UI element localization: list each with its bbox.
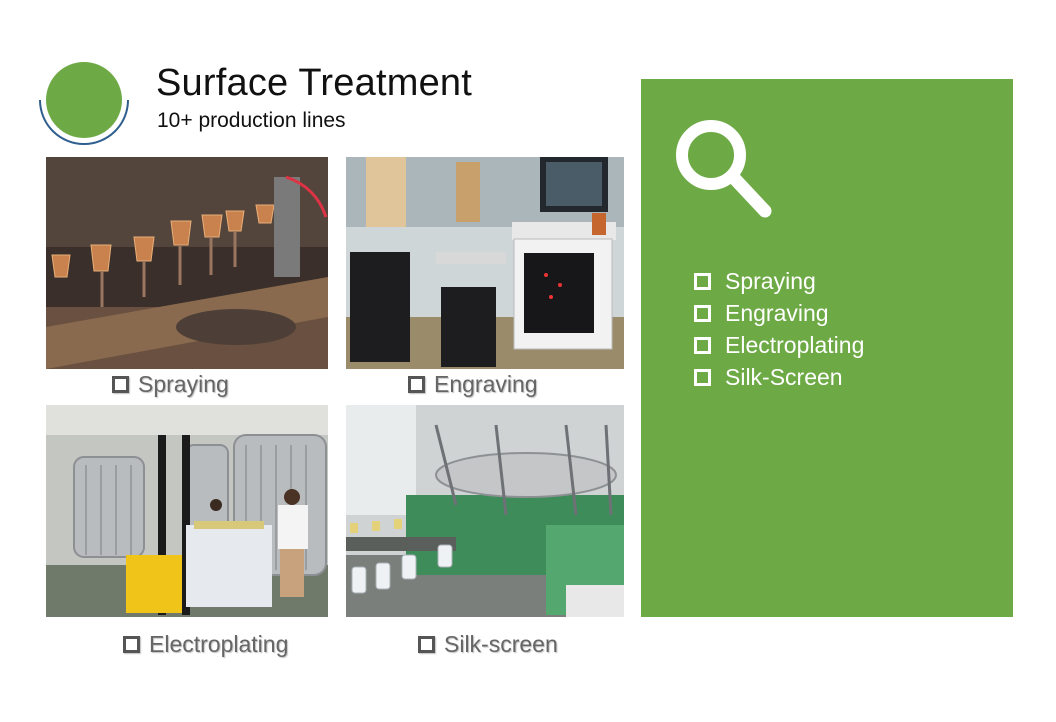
silk-screen-photo xyxy=(346,405,624,617)
checkbox-icon xyxy=(694,368,711,386)
caption-silk-screen: Silk-screen xyxy=(418,631,558,658)
checkbox-icon xyxy=(418,636,435,653)
checkbox-icon xyxy=(694,336,711,354)
spraying-photo xyxy=(46,157,328,369)
logo xyxy=(36,60,132,150)
checkbox-icon xyxy=(112,376,129,393)
list-item: Electroplating xyxy=(694,329,864,361)
info-panel: Spraying Engraving Electroplating Silk-S… xyxy=(641,79,1013,617)
page-subtitle: 10+ production lines xyxy=(157,109,346,132)
page-title: Surface Treatment xyxy=(156,62,472,104)
engraving-photo xyxy=(346,157,624,369)
caption-label: Spraying xyxy=(138,371,229,397)
caption-spraying: Spraying xyxy=(112,371,229,398)
list-item: Silk-Screen xyxy=(694,361,864,393)
list-item-label: Silk-Screen xyxy=(725,363,843,390)
caption-label: Silk-screen xyxy=(444,631,558,657)
checkbox-icon xyxy=(408,376,425,393)
list-item: Spraying xyxy=(694,265,864,297)
caption-label: Engraving xyxy=(434,371,538,397)
checkbox-icon xyxy=(694,272,711,290)
logo-circle xyxy=(46,62,122,138)
treatment-list: Spraying Engraving Electroplating Silk-S… xyxy=(694,265,864,393)
logo-arc xyxy=(39,99,129,145)
checkbox-icon xyxy=(123,636,140,653)
electroplating-photo xyxy=(46,405,328,617)
caption-electroplating: Electroplating xyxy=(123,631,288,658)
caption-engraving: Engraving xyxy=(408,371,538,398)
search-icon xyxy=(676,120,772,218)
list-item-label: Electroplating xyxy=(725,331,865,358)
list-item-label: Engraving xyxy=(725,299,829,326)
list-item: Engraving xyxy=(694,297,864,329)
checkbox-icon xyxy=(694,304,711,322)
caption-label: Electroplating xyxy=(149,631,289,657)
list-item-label: Spraying xyxy=(725,267,816,294)
